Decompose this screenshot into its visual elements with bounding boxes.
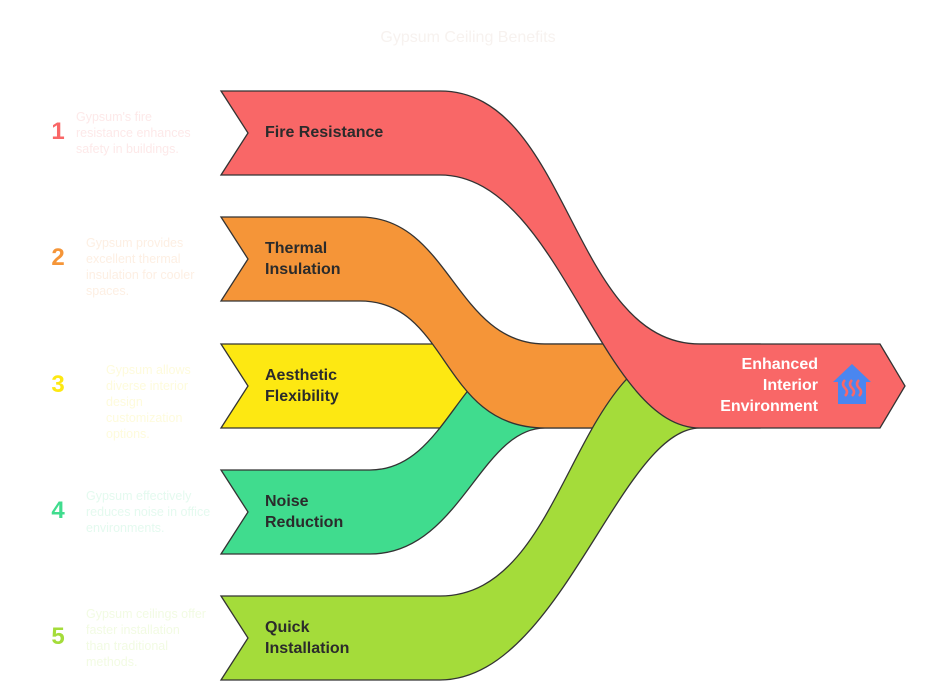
label-line: Fire Resistance bbox=[265, 124, 384, 141]
label-line: Insulation bbox=[265, 261, 341, 278]
label-line: Aesthetic bbox=[265, 367, 338, 384]
description-fire-resistance: Gypsum's fire resistance enhances safety… bbox=[76, 110, 191, 156]
outcome-line3: Environment bbox=[720, 398, 818, 415]
step-number-aesthetic-flexibility: 3 bbox=[51, 371, 65, 398]
outcome-line2: Interior bbox=[762, 377, 818, 394]
step-number-thermal-insulation: 2 bbox=[51, 244, 65, 271]
outcome-line1: Enhanced bbox=[741, 356, 818, 373]
label-line: Installation bbox=[265, 640, 350, 657]
label-line: Reduction bbox=[265, 514, 344, 531]
band-fire-resistance bbox=[219, 90, 906, 429]
label-line: Noise bbox=[265, 493, 309, 510]
description-thermal-insulation: Gypsum provides excellent thermal insula… bbox=[86, 236, 195, 298]
description-noise-reduction: Gypsum effectively reduces noise in offi… bbox=[86, 489, 211, 535]
label-line: Flexibility bbox=[265, 388, 339, 405]
description-aesthetic-flexibility: Gypsum allows diverse interior design cu… bbox=[106, 363, 191, 441]
label-line: Quick bbox=[265, 619, 310, 636]
label-line: Thermal bbox=[265, 240, 328, 257]
label-fire-resistance: Fire Resistance bbox=[265, 122, 383, 143]
outcome-label: Enhanced Interior Environment bbox=[700, 354, 818, 417]
description-quick-installation: Gypsum ceilings offer faster installatio… bbox=[86, 607, 206, 669]
diagram-title: Gypsum Ceiling Benefits bbox=[380, 29, 556, 46]
step-number-quick-installation: 5 bbox=[51, 623, 65, 650]
house-heat-icon bbox=[833, 364, 871, 404]
step-number-fire-resistance: 1 bbox=[51, 118, 65, 145]
step-number-noise-reduction: 4 bbox=[51, 497, 65, 524]
